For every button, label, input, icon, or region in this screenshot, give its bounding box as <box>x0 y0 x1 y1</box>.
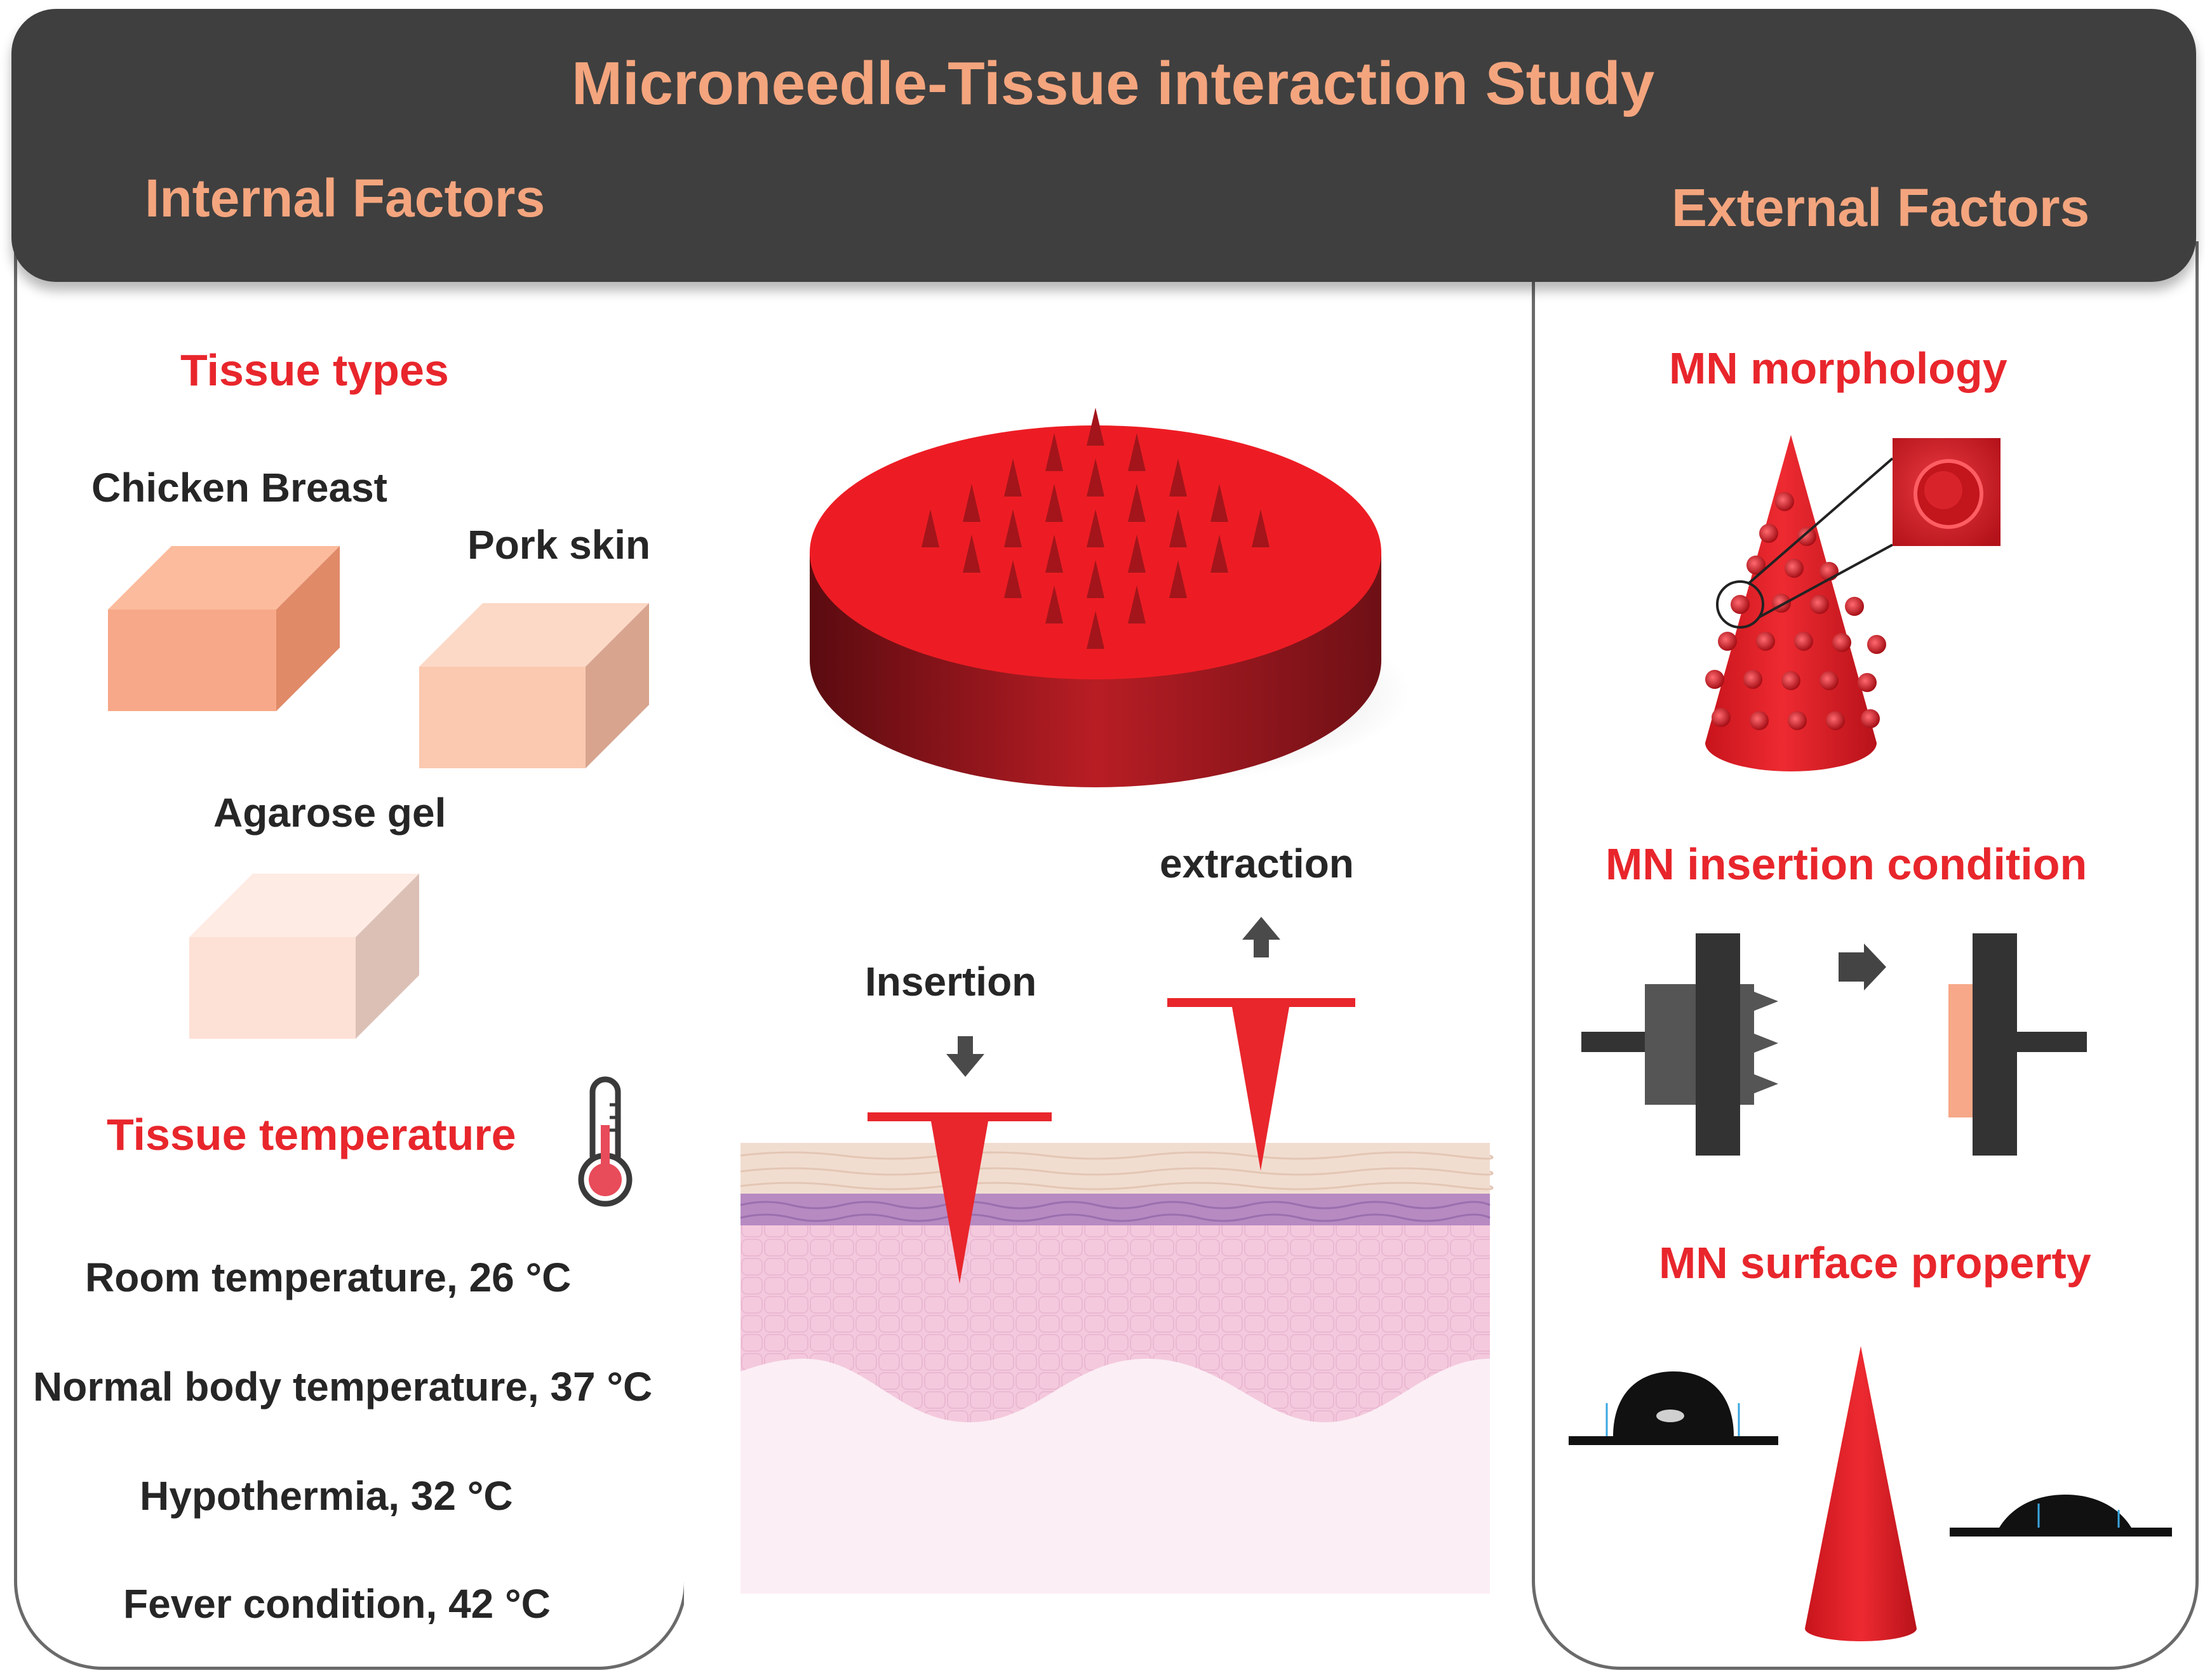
surface-dimple <box>1794 632 1813 651</box>
temperature-room: Room temperature, 26 °C <box>85 1255 572 1300</box>
microneedle-tip <box>1128 433 1146 471</box>
mn-morphology-heading: MN morphology <box>1669 343 2007 393</box>
up-arrow-icon <box>1242 917 1280 957</box>
microneedle-tip <box>1045 535 1063 573</box>
insertion-needle <box>868 1112 1052 1284</box>
microneedle-tip <box>1087 458 1104 497</box>
extraction-needle <box>1167 998 1355 1171</box>
surface-dimple <box>1867 635 1886 654</box>
surface-dimple <box>1832 633 1851 652</box>
external-factors-label: External Factors <box>1672 178 2090 237</box>
microneedle-tip <box>1210 484 1228 522</box>
temperature-fever: Fever condition, 42 °C <box>123 1581 551 1627</box>
thermometer-icon <box>578 1076 633 1207</box>
surface-dimple <box>1810 595 1829 614</box>
microneedle-tip <box>1045 484 1063 522</box>
microneedle-tip <box>963 484 981 522</box>
tissue-temperature-heading: Tissue temperature <box>107 1110 516 1159</box>
microneedle-tip <box>1169 509 1187 547</box>
microneedle-tip <box>963 535 981 573</box>
surface-dimple <box>1712 708 1731 727</box>
mn-surface-property-heading: MN surface property <box>1659 1238 2091 1288</box>
chicken-breast-block <box>108 546 340 711</box>
surface-dimple <box>1797 527 1816 546</box>
microneedle-tip <box>1004 509 1022 547</box>
tissue-label-chicken: Chicken Breast <box>91 465 387 510</box>
microneedle-tip <box>1252 509 1270 547</box>
agarose-gel-block <box>189 874 419 1039</box>
extraction-label: extraction <box>1160 841 1354 886</box>
microneedle-tip <box>922 509 939 547</box>
surface-dimple <box>1785 559 1804 578</box>
microneedle-tip <box>1169 458 1187 497</box>
surface-dimple <box>1705 670 1724 689</box>
temperature-body: Normal body temperature, 37 °C <box>33 1364 653 1410</box>
mn-insertion-condition-heading: MN insertion condition <box>1605 839 2088 889</box>
surface-dimple <box>1731 595 1750 614</box>
microneedle-tip <box>1045 433 1063 471</box>
surface-dimple <box>1858 673 1877 692</box>
surface-dimple <box>1826 711 1845 730</box>
microneedle-tip <box>1128 484 1146 522</box>
microneedle-tip <box>1169 560 1187 598</box>
microneedle-tip <box>1128 535 1146 573</box>
skin-cross-section <box>740 1143 1494 1594</box>
surface-dimple <box>1759 524 1778 543</box>
temperature-hypothermia: Hypothermia, 32 °C <box>140 1473 513 1519</box>
surface-dimple <box>1750 711 1769 730</box>
surface-dimple <box>1775 492 1794 511</box>
microneedle-tip <box>1087 611 1104 649</box>
page-title: Microneedle-Tissue interaction Study <box>572 50 1655 117</box>
microneedle-patch <box>810 408 1410 787</box>
microneedle-tip <box>1004 458 1022 497</box>
tissue-types-heading: Tissue types <box>180 345 449 395</box>
surface-dimple <box>1718 632 1737 651</box>
surface-dimple <box>1820 671 1839 690</box>
microneedle-tip <box>1128 585 1146 623</box>
mn-cone-morphology <box>1705 435 2001 771</box>
microneedle-tip <box>1087 509 1104 547</box>
surface-dimple <box>1861 709 1880 728</box>
insertion-label: Insertion <box>865 959 1037 1004</box>
tissue-label-pork: Pork skin <box>467 522 651 568</box>
microneedle-tip <box>1004 560 1022 598</box>
surface-dimple <box>1756 632 1775 651</box>
internal-factors-label: Internal Factors <box>145 168 546 228</box>
surface-dimple <box>1781 671 1800 690</box>
microneedle-tip <box>1045 585 1063 623</box>
surface-dimple <box>1746 556 1766 575</box>
tissue-label-agarose: Agarose gel <box>213 790 446 836</box>
surface-dimple <box>1845 597 1864 616</box>
header-bar <box>11 9 2196 282</box>
microneedle-tip <box>1210 535 1228 573</box>
surface-dimple <box>1788 711 1807 730</box>
insertion-apparatus <box>1581 933 2087 1156</box>
surface-dimple <box>1743 670 1762 689</box>
pork-skin-block <box>419 603 649 768</box>
down-arrow-icon <box>946 1036 984 1077</box>
surface-property-illustration <box>1569 1346 2172 1641</box>
microneedle-tip <box>1087 408 1104 446</box>
microneedle-tip <box>1087 560 1104 598</box>
